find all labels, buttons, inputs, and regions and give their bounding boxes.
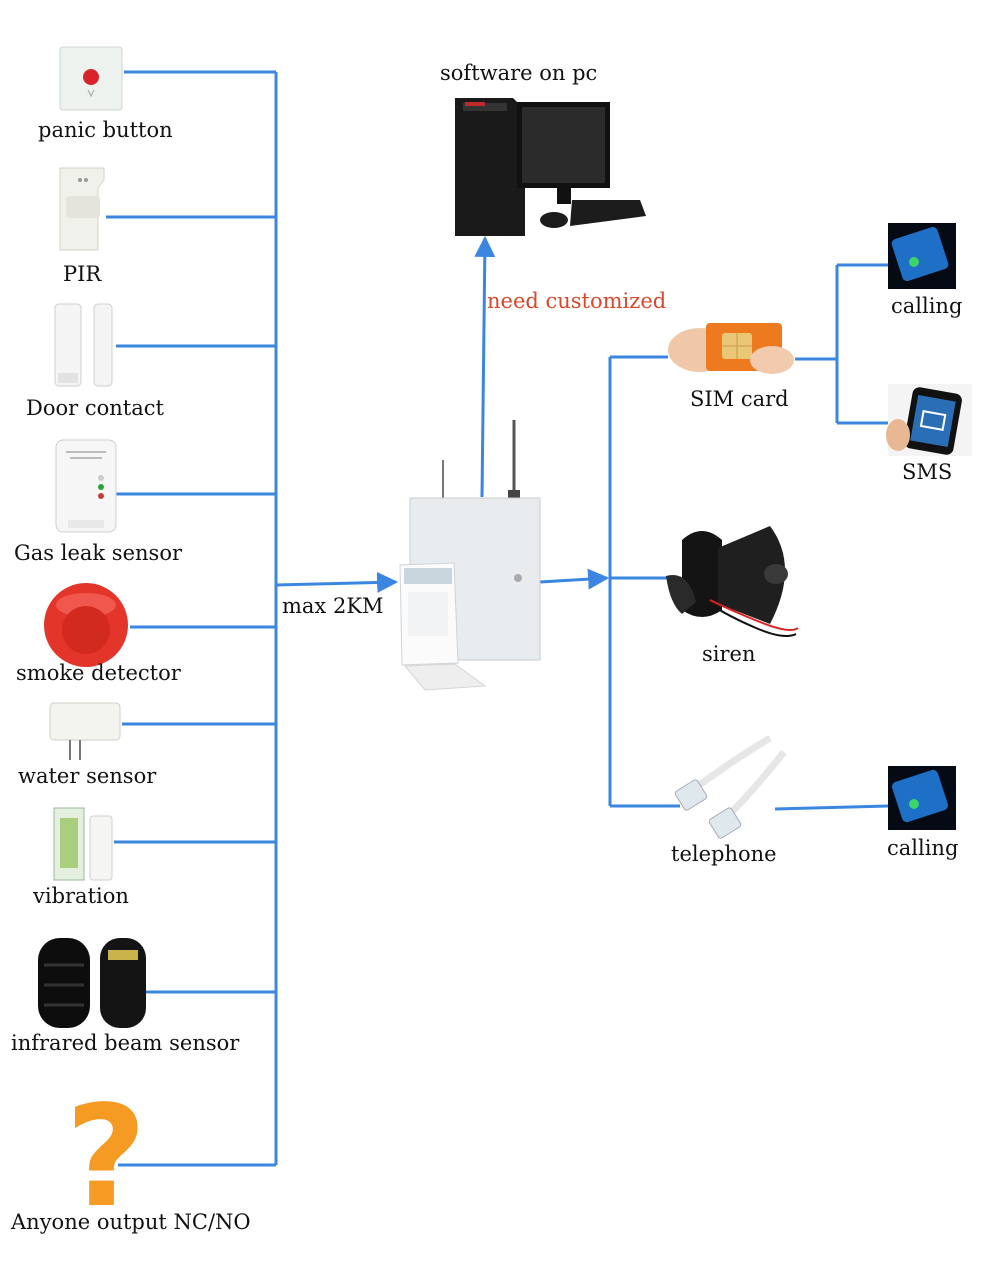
input-label-pir: PIR xyxy=(63,262,102,286)
customization-note: need customized xyxy=(487,289,667,313)
output-label-sim-card: SIM card xyxy=(690,387,789,411)
smoke-detector-icon xyxy=(44,583,128,667)
connector-lines xyxy=(106,70,889,1167)
panic-button-icon xyxy=(59,46,123,111)
pir-sensor-icon xyxy=(59,167,105,251)
input-label-panic-button: panic button xyxy=(38,118,173,142)
svg-text:?: ? xyxy=(65,1076,146,1239)
telephone-cable-icon xyxy=(674,734,787,839)
output-label-siren: siren xyxy=(702,642,756,666)
infrared-beam-icon xyxy=(38,938,146,1028)
smartphone-sms-icon xyxy=(886,384,972,456)
output-label-calling-telephone: calling xyxy=(887,836,959,860)
output-label-calling-sim: calling xyxy=(891,294,963,318)
input-label-door-contact: Door contact xyxy=(26,396,164,420)
input-label-water-sensor: water sensor xyxy=(18,764,157,788)
smartphone-call-icon xyxy=(888,766,956,830)
question-mark-icon: ? xyxy=(65,1076,146,1239)
input-label-vibration: vibration xyxy=(33,884,129,908)
vibration-sensor-icon xyxy=(53,807,113,881)
input-label-infrared-beam-sensor: infrared beam sensor xyxy=(11,1031,240,1055)
siren-icon xyxy=(666,526,799,637)
input-label-smoke-detector: smoke detector xyxy=(16,661,181,685)
door-contact-icon xyxy=(54,303,113,387)
pc-label: software on pc xyxy=(440,61,598,85)
distance-label: max 2KM xyxy=(282,594,384,618)
sim-card-icon xyxy=(668,323,794,374)
smartphone-call-icon xyxy=(888,223,956,289)
water-sensor-icon xyxy=(49,702,121,760)
output-label-telephone: telephone xyxy=(671,842,777,866)
input-label-anyone-output: Anyone output NC/NO xyxy=(11,1210,251,1234)
alarm-panel-icon xyxy=(399,420,541,691)
gas-sensor-icon xyxy=(55,439,117,533)
output-label-sms: SMS xyxy=(902,460,953,484)
desktop-pc-icon xyxy=(455,98,646,236)
input-label-gas-leak-sensor: Gas leak sensor xyxy=(14,541,182,565)
